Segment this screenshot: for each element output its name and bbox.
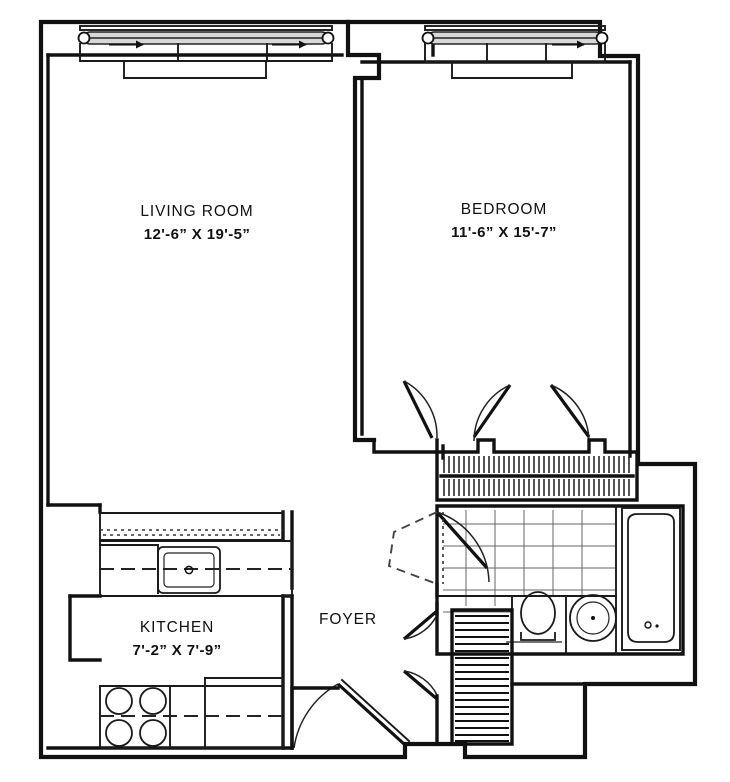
foyer-closet [450,608,514,746]
living-room-label: LIVING ROOM [140,203,253,220]
living-room-dimensions: 12'-6” X 19'-5” [144,226,251,243]
foyer-closet-shelving-hatch [455,615,509,742]
bathtub-fixture [621,507,681,651]
bathroom-sink-fixture [569,594,617,642]
kitchen-label: KITCHEN [140,619,214,636]
bedroom-door[interactable] [372,380,439,454]
window-slide-arrow-left-icon [109,40,144,49]
bedroom-window-knob-left-icon [421,31,435,45]
window-knob-left-icon [77,31,91,45]
kitchen-counter-upper [99,512,284,541]
toilet-fixture [506,591,562,643]
bedroom-closet-bifold-doors[interactable] [441,384,591,460]
bedroom-window-knob-right-icon [595,31,609,45]
burner-top-right-icon [139,687,167,715]
bedroom-dimensions: 11'-6” X 15'-7” [451,224,557,241]
kitchen-dimensions: 7'-2” X 7'-9” [132,642,221,659]
bedroom-window [421,25,609,79]
living-room-window [77,25,335,79]
burner-bottom-left-icon [105,719,133,747]
burner-bottom-right-icon [139,719,167,747]
kitchen-lower-cabinets [99,677,284,749]
bedroom-closet [435,438,639,502]
bathroom-tile-grid [443,510,616,613]
burner-top-left-icon [105,687,133,715]
living-bedroom-partition-wall [345,19,382,443]
bathroom-door[interactable] [387,510,490,598]
room-labels: LIVING ROOM 12'-6” X 19'-5” BEDROOM 11'-… [132,201,556,659]
window-knob-right-icon [321,31,335,45]
foyer-closet-bifold-doors[interactable] [402,602,587,746]
bedroom-window-slide-arrow-icon [552,40,585,49]
stove-fixture [105,687,167,747]
foyer-label: FOYER [319,611,377,628]
kitchen-counter-main [99,540,293,597]
window-slide-arrow-right-icon [272,40,307,49]
bedroom-label: BEDROOM [461,201,547,218]
closet-hanging-hatch [443,456,630,496]
kitchen-sink-fixture [157,546,221,594]
